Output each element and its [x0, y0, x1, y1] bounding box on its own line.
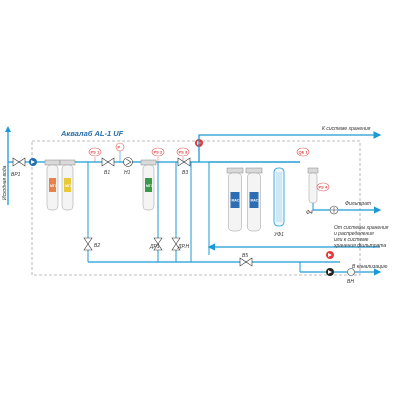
pressure-gauge-ps1-label: PS 1: [91, 150, 100, 155]
throttle-drn-label: ДР.Н: [177, 244, 189, 250]
quality-sensor: [296, 147, 310, 157]
throttle-dr1-label: ДР1: [149, 244, 160, 250]
from-storage-label-2: и распределения: [334, 231, 374, 237]
filter-f4-label: Ф4: [306, 210, 313, 216]
membrane-2-label: МАС: [251, 199, 259, 203]
filtrate-label: Фильтрат: [345, 201, 371, 207]
valve-v5[interactable]: [239, 257, 253, 267]
valve-v2-label: В2: [94, 243, 100, 249]
drain-sensor: [326, 268, 334, 276]
valve-v2[interactable]: [83, 237, 93, 251]
pressure-switch-label: Р: [118, 145, 121, 150]
pressure-switch-rd: [115, 142, 125, 162]
valve-v1-label: В1: [104, 170, 110, 176]
valve-v3[interactable]: [177, 157, 191, 167]
inlet-arrow: [5, 126, 11, 132]
drain-valve-vn-label: ВН: [347, 279, 354, 285]
valve-v1[interactable]: [101, 157, 115, 167]
throttle-dr1[interactable]: [153, 237, 163, 251]
throttle-drn[interactable]: [171, 237, 181, 251]
pressure-gauge-ps4: [316, 182, 330, 192]
cartridge-housing-3: [140, 159, 157, 211]
from-storage-label-4: хранения фильтрата: [333, 243, 386, 249]
pump-n1-label: Н1: [124, 170, 131, 176]
membrane-housing-1: [226, 167, 244, 232]
cartridge-1-label: МГ1: [50, 184, 57, 188]
cartridge-3-label: МГ3: [146, 184, 153, 188]
membrane-housing-2: [245, 167, 263, 232]
inlet-side-label: Исходная вода: [2, 165, 8, 200]
pressure-gauge-ps3-label: PS 3: [179, 150, 188, 155]
valve-vr1-label: ВР1: [11, 172, 21, 178]
pressure-gauge-ps3: [176, 147, 190, 162]
drain-valve-vn[interactable]: [347, 268, 355, 276]
to-drain-label: В канализацию: [352, 264, 388, 270]
storage-pipe: [198, 131, 382, 162]
system-boundary: [31, 140, 361, 276]
quality-sensor-label: QE 1: [299, 150, 309, 155]
valve-v3-label: В3: [182, 170, 188, 176]
from-storage-label-1: От системы хранения: [334, 225, 389, 231]
valve-v5-label: В5: [242, 253, 248, 259]
pressure-gauge-ps1: [88, 147, 102, 162]
uf-module-label: УФ1: [274, 232, 284, 238]
filter-f4: [307, 167, 319, 204]
pressure-gauge-ps2-label: PS 2: [154, 150, 163, 155]
filtrate-flow-meter: [329, 205, 339, 215]
pressure-gauge-ps2: [151, 147, 165, 162]
pressure-gauge-ps4-label: PS 4: [319, 185, 328, 190]
return-pressure-sensor: [326, 251, 334, 259]
cartridge-2-label: МГ2: [65, 184, 72, 188]
diagram-title: Аквалаб AL-1 UF: [60, 129, 124, 138]
uf-module: [273, 167, 285, 227]
pump-n1: [123, 157, 133, 167]
membrane-1-label: МАС: [232, 199, 240, 203]
to-storage-label: К системе хранения: [322, 126, 371, 132]
inlet-pressure-sensor: [29, 158, 37, 166]
cartridge-housing-2: [59, 159, 76, 211]
valve-vr1[interactable]: [12, 157, 26, 167]
from-storage-label-3: или к системе: [334, 237, 369, 243]
cartridge-housing-1: [44, 159, 61, 211]
